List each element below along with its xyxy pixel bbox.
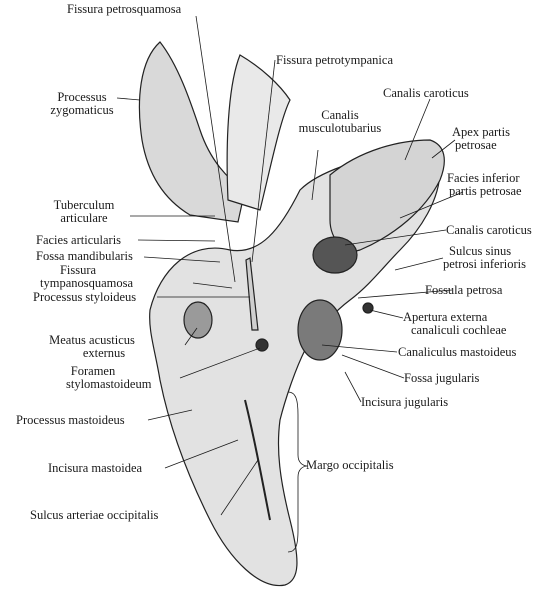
cochlear-aperture [362,302,374,314]
label-facies-articularis: Facies articularis [36,233,122,247]
label-apex-partis-petrosae-1: Apex partis [452,125,510,139]
zygomatic-process [138,41,246,223]
leader-lines [116,15,464,553]
label-foramen-stylomastoideum-1: Foramen [70,364,116,378]
leader-canaliculus-mastoideus [321,344,398,353]
leader-fissura-petrotympanica [251,59,276,263]
label-processus-zygomaticus-2: zygomaticus [50,103,114,117]
label-fissura-petrosquamosa: Fissura petrosquamosa [67,2,182,16]
bracket-margo-occipitalis [287,391,309,553]
label-facies-inferior-2: partis petrosae [449,184,522,198]
leader-fissura-tympanosquamosa [192,282,233,289]
label-canalis-musculotubarius-1: Canalis [321,108,359,122]
label-foramen-stylomastoideum-2: stylomastoideum [66,377,152,391]
leader-fossula-petrosa [357,289,453,299]
label-sulcus-arteriae-occipitalis: Sulcus arteriae occipitalis [30,508,159,522]
label-fissura-tympanosquamosa-2: tympanosquamosa [40,276,134,290]
leader-fossa-jugularis [341,354,405,379]
jugular-fossa-shadow [297,299,343,361]
leader-meatus-acusticus [184,327,198,346]
label-fissura-tympanosquamosa-1: Fissura [59,263,97,277]
label-apertura-externa-2: canaliculi cochleae [411,323,507,337]
squama-part [226,54,291,211]
label-facies-inferior-1: Facies inferior [447,171,520,185]
leader-fossa-mandibularis [143,256,221,263]
label-meatus-acusticus-2: externus [82,346,126,360]
leader-facies-articularis [137,239,216,242]
label-fossa-jugularis: Fossa jugularis [404,371,480,385]
label-sulcus-sinus-2: petrosi inferioris [443,257,526,271]
leader-sulcus-arteriae-occipitalis [220,459,259,516]
leader-apex-partis-petrosae [431,139,456,159]
leader-canalis-caroticus-top [404,98,431,161]
label-tuberculum-articulare-2: articulare [60,211,108,225]
leader-canalis-caroticus-mid [344,229,447,246]
leader-processus-mastoideus [147,409,193,421]
label-margo-occipitalis: Margo occipitalis [306,458,394,472]
label-canaliculus-mastoideus: Canaliculus mastoideus [398,345,517,359]
label-meatus-acusticus-1: Meatus acusticus [49,333,135,347]
leader-fissura-petrosquamosa [195,15,236,283]
leader-canalis-musculotubarius [311,149,319,201]
styloid-process [245,257,259,331]
bone-drawing [138,41,445,587]
label-canalis-caroticus-mid: Canalis caroticus [446,223,532,237]
leader-incisura-mastoidea [164,439,239,469]
label-processus-mastoideus: Processus mastoideus [16,413,125,427]
label-canalis-caroticus-top: Canalis caroticus [383,86,469,100]
label-fossa-mandibularis: Fossa mandibularis [36,249,133,263]
label-fossula-petrosa: Fossula petrosa [425,283,503,297]
label-canalis-musculotubarius-2: musculotubarius [298,121,382,135]
carotid-canal-opening [312,236,358,274]
label-apex-partis-petrosae-2: petrosae [455,138,497,152]
leader-facies-inferior [399,191,464,219]
label-incisura-mastoidea: Incisura mastoidea [48,461,143,475]
petrous-apex [329,139,445,252]
leader-sulcus-sinus [394,257,444,271]
label-processus-styloideus: Processus styloideus [33,290,137,304]
label-tuberculum-articulare-1: Tuberculum [53,198,115,212]
label-fissura-petrotympanica: Fissura petrotympanica [276,53,393,67]
leader-foramen-stylomastoideum [179,347,261,379]
leader-apertura-externa [369,309,404,319]
leader-incisura-jugularis [344,371,362,403]
label-incisura-jugularis: Incisura jugularis [361,395,449,409]
label-apertura-externa-1: Apertura externa [403,310,488,324]
external-meatus-opening [183,301,213,339]
leader-processus-zygomaticus [116,97,141,101]
mastoid-groove [244,399,271,521]
label-processus-zygomaticus-1: Processus [57,90,107,104]
label-sulcus-sinus-1: Sulcus sinus [449,244,512,258]
